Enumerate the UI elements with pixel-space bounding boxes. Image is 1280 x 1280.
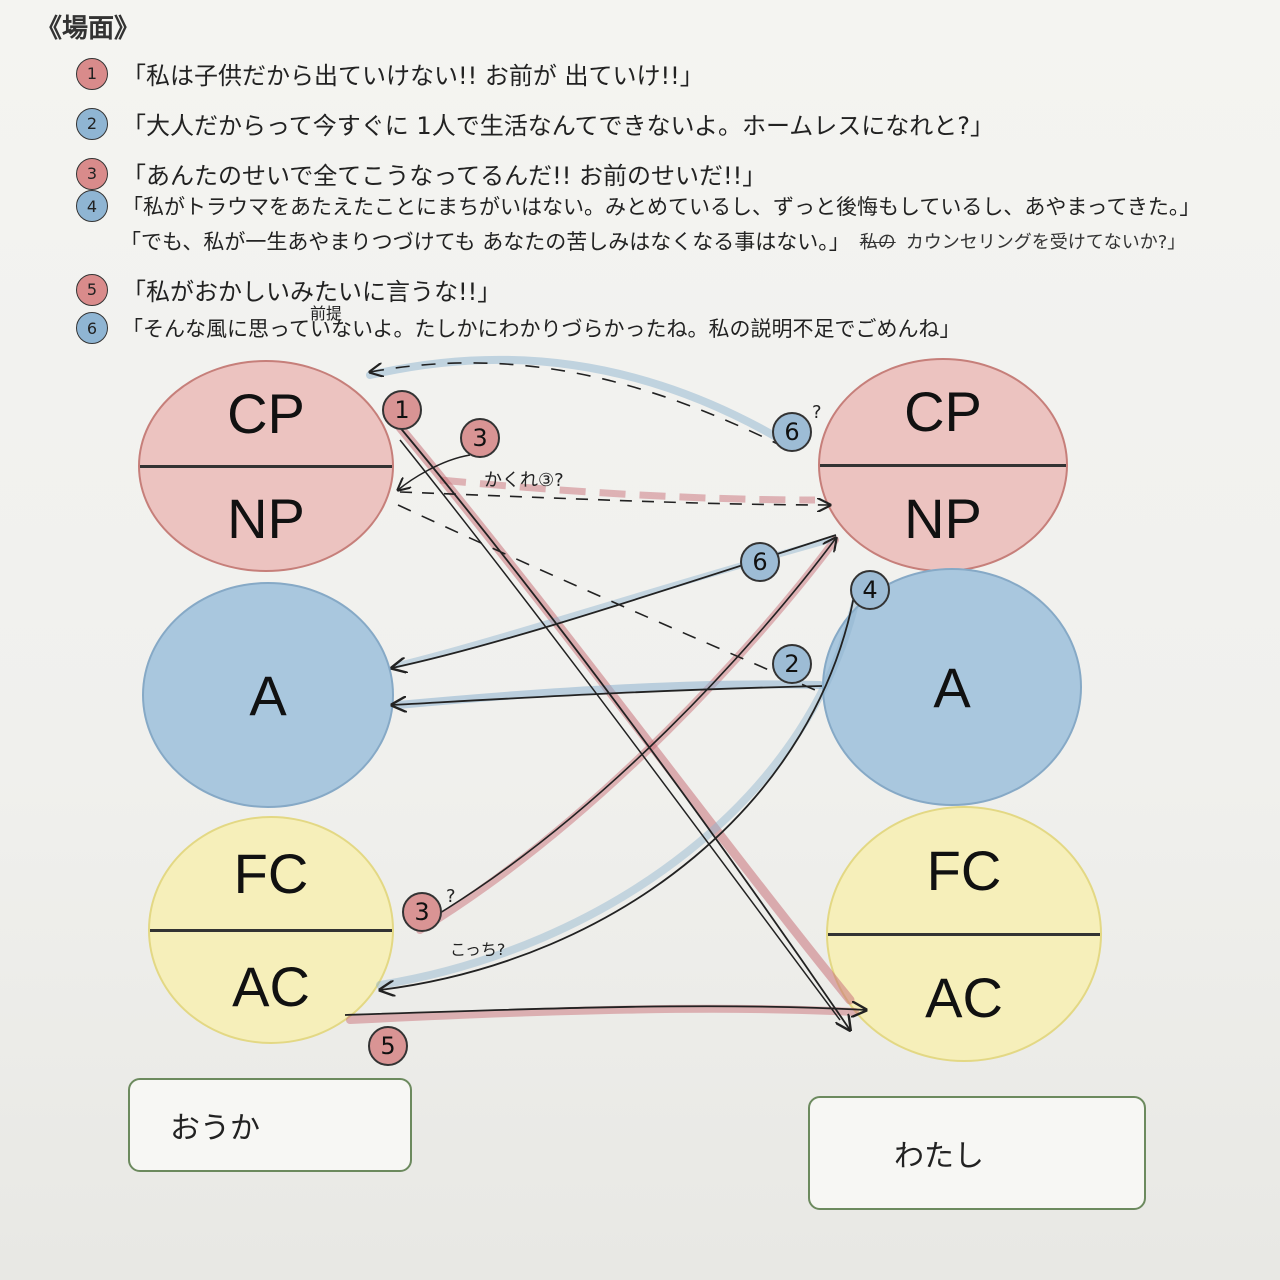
- right-fc-label: FC: [926, 838, 1002, 902]
- red-highlight-5: [346, 1004, 859, 1024]
- transaction-tag: 6: [740, 542, 780, 582]
- transaction-tag: 3: [460, 418, 500, 458]
- dialogue-text: 「大人だからって今すぐに 1人で生活なんてできないよ。ホームレスになれと?」: [122, 112, 995, 140]
- transaction-tag: 2: [772, 644, 812, 684]
- left-cp-label: CP: [227, 381, 305, 445]
- transaction-tag: 3: [402, 892, 442, 932]
- dialogue-number: 3: [76, 157, 108, 190]
- inserted-word: 前提: [310, 304, 343, 323]
- dialogue-line-5: 5 「私がおかしいみたいに言うな!!」: [76, 272, 501, 307]
- hidden-transaction-note: かくれ③?: [484, 470, 564, 491]
- blue-highlight-2: [394, 680, 824, 709]
- dialogue-line-4: 4 「私がトラウマをあたえたことにまちがいはない。みとめているし、ずっと後悔もし…: [76, 190, 1200, 222]
- dialogue-text: 「そんな風に思っていないよ。たしかにわかりづらかったね。私の説明不足でごめんね」: [122, 317, 961, 341]
- right-name-text: わたし: [894, 1139, 984, 1174]
- left-parent-divider: [140, 464, 392, 468]
- right-child-divider: [828, 932, 1100, 936]
- dialogue-number: 6: [76, 312, 108, 344]
- dialogue-number: 5: [76, 273, 108, 306]
- arrow-3-left: [398, 454, 471, 490]
- handwritten-note: カウンセリングを受けてないか?」: [905, 232, 1186, 253]
- scene-heading: 《場面》: [36, 14, 141, 44]
- right-ac-label: AC: [925, 966, 1003, 1030]
- arrow-2: [392, 685, 823, 705]
- left-parent-circle: CP NP: [138, 360, 394, 572]
- left-adult-circle: A: [142, 582, 394, 808]
- dialogue-text: 「私は子供だから出ていけない!! お前が 出ていけ!!」: [122, 62, 704, 90]
- arrow-1: [397, 424, 850, 1030]
- dialogue-line-3: 3 「あんたのせいで全てこうなってるんだ!! お前のせいだ!!」: [76, 156, 766, 191]
- transaction-tag: 4: [850, 570, 890, 610]
- right-child-circle: FC AC: [826, 806, 1102, 1062]
- dialogue-number: 1: [76, 57, 108, 90]
- arrow-6-dashed: [370, 362, 791, 451]
- left-fc-label: FC: [233, 841, 309, 905]
- dialogue-line-6: 6 「そんな風に思っていないよ。たしかにわかりづらかったね。私の説明不足でごめん…: [76, 312, 961, 344]
- left-name-text: おうか: [170, 1111, 260, 1146]
- arrow-2-dashed: [397, 504, 816, 691]
- dialogue-line-1: 1 「私は子供だから出ていけない!! お前が 出ていけ!!」: [76, 56, 704, 91]
- dialogue-text: 「でも、私が一生あやまりつづけても あなたの苦しみはなくなる事はない。」: [120, 230, 850, 254]
- left-a-label: A: [249, 663, 287, 727]
- left-np-label: NP: [227, 487, 305, 551]
- question-mark: ?: [446, 886, 456, 907]
- right-name-box: わたし: [808, 1096, 1146, 1210]
- blue-highlight-6: [366, 355, 794, 449]
- arrow-3b: [419, 538, 836, 926]
- question-mark: ?: [812, 402, 822, 423]
- left-child-circle: FC AC: [148, 816, 394, 1044]
- dialogue-number: 4: [76, 190, 108, 222]
- left-name-box: おうか: [128, 1078, 412, 1172]
- right-a-label: A: [933, 655, 971, 719]
- left-ac-label: AC: [232, 955, 310, 1019]
- here-note: こっち?: [450, 940, 506, 959]
- transaction-tag: 6: [772, 412, 812, 452]
- red-highlight-3: [439, 476, 816, 504]
- struck-text: 私の: [859, 232, 896, 253]
- arrow-4: [380, 584, 857, 990]
- arrow-1b: [399, 439, 841, 1021]
- dialogue-line-2: 2 「大人だからって今すぐに 1人で生活なんてできないよ。ホームレスになれと?」: [76, 106, 994, 141]
- transaction-tag: 1: [382, 390, 422, 430]
- right-cp-label: CP: [904, 380, 982, 444]
- dialogue-line-4-continued: 「でも、私が一生あやまりつづけても あなたの苦しみはなくなる事はない。」 私の …: [120, 226, 1185, 256]
- transaction-tag: 5: [368, 1026, 408, 1066]
- right-np-label: NP: [904, 486, 982, 550]
- right-parent-divider: [820, 463, 1066, 467]
- dialogue-number: 2: [76, 107, 108, 140]
- dialogue-text: 「私がトラウマをあたえたことにまちがいはない。みとめているし、ずっと後悔もしてい…: [122, 195, 1201, 219]
- arrow-3-dashed: [399, 491, 830, 505]
- right-parent-circle: CP NP: [818, 358, 1068, 572]
- left-child-divider: [150, 928, 392, 932]
- dialogue-text: 「あんたのせいで全てこうなってるんだ!! お前のせいだ!!」: [122, 162, 767, 190]
- arrow-5: [344, 1006, 866, 1015]
- dialogue-text: 「私がおかしいみたいに言うな!!」: [122, 278, 502, 306]
